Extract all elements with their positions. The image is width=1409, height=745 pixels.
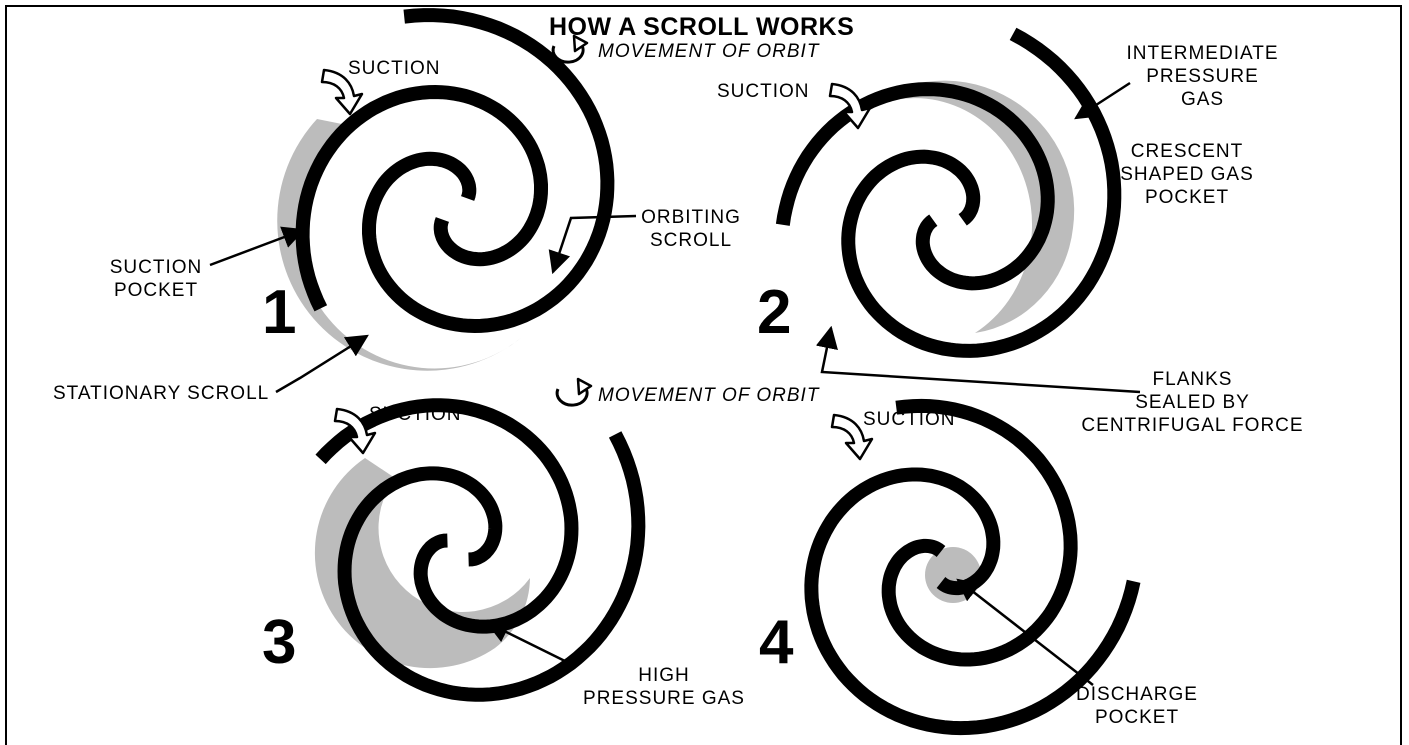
- stationary-scroll-label: STATIONARY SCROLL: [53, 383, 270, 404]
- orbiting-scroll-line: SCROLL: [649, 230, 733, 251]
- suction-label-1: SUCTION: [348, 58, 441, 79]
- orbiting-scroll-wrap: [315, 398, 579, 634]
- discharge-pocket-label: DISCHARGE POCKET: [1068, 683, 1206, 729]
- flanks-sealed-leader: [815, 325, 1141, 394]
- crescent-pocket-line: SHAPED GAS: [1120, 164, 1254, 185]
- high-pressure-gas-label: HIGH PRESSURE GAS: [578, 664, 750, 710]
- intermediate-gas-line: GAS: [1180, 89, 1225, 110]
- stage-number-4: 4: [759, 608, 794, 677]
- suction-pocket-label: SUCTION POCKET: [106, 256, 206, 302]
- crescent-pocket-line: CRESCENT: [1130, 141, 1244, 162]
- gas-pocket: [855, 80, 1075, 333]
- scroll-stage-2: [775, 27, 1122, 358]
- high-pressure-line: PRESSURE GAS: [583, 688, 745, 709]
- orbiting-scroll-wrap: [295, 84, 548, 312]
- orbit-caption-middle: MOVEMENT OF ORBIT: [598, 385, 820, 406]
- discharge-pocket-line: DISCHARGE: [1076, 684, 1198, 705]
- scroll-stage-1: [277, 8, 615, 371]
- suction-label-3: SUCTION: [369, 404, 462, 425]
- flanks-sealed-label: FLANKS SEALED BY CENTRIFUGAL FORCE: [1075, 368, 1310, 437]
- suction-arrow-icon: [320, 68, 364, 116]
- suction-arrow-icon: [830, 413, 874, 461]
- discharge-pocket-line: POCKET: [1094, 707, 1180, 728]
- suction-arrow-icon: [333, 407, 377, 455]
- flanks-sealed-line: FLANKS: [1152, 369, 1233, 390]
- suction-label-4: SUCTION: [863, 409, 956, 430]
- leader-lines: [209, 81, 1141, 686]
- crescent-pocket-line: POCKET: [1144, 187, 1230, 208]
- suction-pocket-line: SUCTION: [109, 257, 203, 278]
- stationary-scroll-wrap: [804, 467, 1141, 736]
- orbit-arrow-icon: [551, 34, 589, 64]
- crescent-pocket-label: CRESCENT SHAPED GAS POCKET: [1112, 140, 1262, 209]
- stage-number-1: 1: [262, 278, 297, 347]
- stage-number-2: 2: [757, 278, 792, 347]
- suction-pocket-line: POCKET: [113, 280, 199, 301]
- stationary-scroll-wrap: [841, 27, 1122, 358]
- stage-number-3: 3: [262, 608, 297, 677]
- suction-pocket-leader: [209, 226, 306, 267]
- intermediate-pressure-gas-label: INTERMEDIATE PRESSURE GAS: [1120, 42, 1285, 111]
- orbit-caption-top: MOVEMENT OF ORBIT: [598, 41, 820, 62]
- orbiting-scroll-wrap: [775, 82, 1055, 291]
- stationary-scroll-leader: [275, 334, 369, 394]
- high-pressure-line: HIGH: [638, 665, 690, 686]
- flanks-sealed-line: SEALED BY: [1135, 392, 1250, 413]
- orbiting-scroll-label: ORBITING SCROLL: [636, 206, 746, 252]
- gas-pocket: [277, 119, 522, 371]
- stationary-scroll-wrap: [337, 431, 646, 702]
- discharge-pocket-leader: [956, 578, 1094, 686]
- suction-label-2: SUCTION: [717, 81, 810, 102]
- high-pressure-leader: [485, 621, 574, 667]
- intermediate-gas-line: INTERMEDIATE: [1126, 43, 1279, 64]
- flanks-sealed-line: CENTRIFUGAL FORCE: [1081, 415, 1304, 436]
- orbiting-scroll-wrap: [881, 398, 1078, 667]
- orbit-arrow-icon: [555, 377, 593, 407]
- scroll-stage-3: [314, 398, 646, 702]
- orbiting-scroll-line: ORBITING: [641, 207, 741, 228]
- intermediate-gas-leader: [1074, 81, 1131, 120]
- stationary-scroll-wrap: [362, 8, 615, 334]
- orbiting-scroll-leader: [548, 214, 637, 275]
- page-title: HOW A SCROLL WORKS: [549, 13, 855, 41]
- intermediate-gas-line: PRESSURE: [1146, 66, 1259, 87]
- suction-arrow-icon: [828, 82, 872, 130]
- diagram-frame: [5, 5, 1402, 745]
